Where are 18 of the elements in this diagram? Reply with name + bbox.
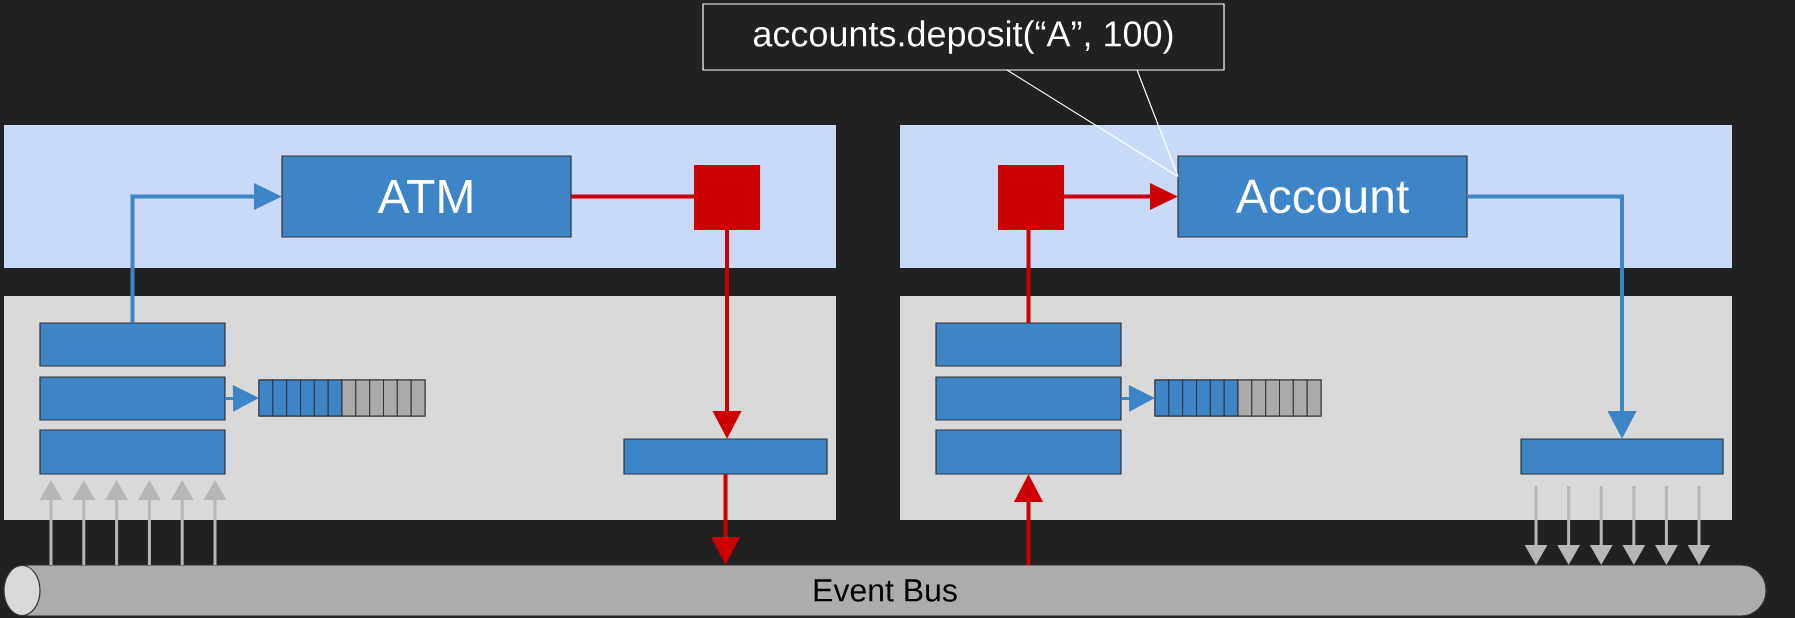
queue-drawing [1154, 379, 1322, 417]
handler-bar [935, 322, 1122, 367]
output-bar [623, 438, 828, 475]
connector-line [571, 194, 694, 199]
handler-bar [39, 322, 226, 367]
handler-bar [39, 429, 226, 475]
handler-bar [39, 376, 226, 421]
component-box: Account [1177, 155, 1468, 238]
port-square [998, 165, 1064, 230]
handler-bar [935, 429, 1122, 475]
handler-bar [935, 376, 1122, 421]
callout-box: accounts.deposit(“A”, 100) [702, 3, 1225, 71]
leader-line [1006, 69, 1179, 178]
component-box: ATM [281, 155, 572, 238]
connector-line [1026, 230, 1031, 323]
queue-drawing [258, 379, 426, 417]
port-square [694, 165, 760, 230]
event-bus-cylinder: Event Bus [3, 564, 1767, 617]
